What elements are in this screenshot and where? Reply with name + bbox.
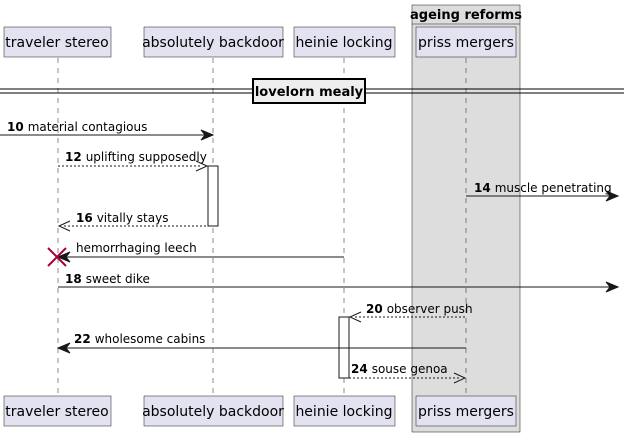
participant-traveler-top[interactable]: traveler stereo <box>3 26 112 58</box>
message-20: 20 observer push <box>348 302 473 323</box>
participant-traveler-bottom[interactable]: traveler stereo <box>3 395 112 427</box>
message-number: 16 <box>76 211 93 225</box>
participant-label: heinie locking <box>295 404 392 420</box>
message-label: material contagious <box>28 120 148 134</box>
message-label: wholesome cabins <box>95 332 206 346</box>
divider-label: lovelorn mealy <box>255 85 364 100</box>
message-14: 14 muscle penetrating <box>466 181 620 202</box>
message-hemorrhaging-leech: hemorrhaging leech <box>47 241 344 267</box>
participant-label: priss mergers <box>418 404 514 420</box>
message-number: 18 <box>65 272 82 286</box>
svg-text:hemorrhaging leech: hemorrhaging leech <box>76 241 197 255</box>
participant-heinie-bottom[interactable]: heinie locking <box>293 395 396 427</box>
participant-heinie-top[interactable]: heinie locking <box>293 26 396 58</box>
message-label: vitally stays <box>97 211 169 225</box>
message-label: observer push <box>387 302 473 316</box>
message-number: 12 <box>65 150 82 164</box>
message-label: souse genoa <box>372 362 448 376</box>
message-number: 14 <box>474 181 491 195</box>
group-title: ageing reforms <box>410 8 522 23</box>
participant-priss-top[interactable]: priss mergers <box>415 26 517 58</box>
message-label: uplifting supposedly <box>86 150 207 164</box>
message-number: 24 <box>351 362 368 376</box>
message-number: 10 <box>7 120 24 134</box>
participant-backdoor-bottom[interactable]: absolutely backdoor <box>142 395 284 427</box>
message-12: 12 uplifting supposedly <box>58 150 209 172</box>
message-number: 20 <box>366 302 383 316</box>
destroy-icon <box>47 247 67 267</box>
message-label: sweet dike <box>86 272 150 286</box>
participant-label: absolutely backdoor <box>142 404 284 420</box>
participant-label: traveler stereo <box>5 35 108 51</box>
message-number: 22 <box>74 332 91 346</box>
participant-label: priss mergers <box>418 35 514 51</box>
message-24: 24 souse genoa <box>349 362 467 384</box>
activation-backdoor <box>207 165 219 227</box>
participant-label: absolutely backdoor <box>142 35 284 51</box>
participant-label: traveler stereo <box>5 404 108 420</box>
message-label: hemorrhaging leech <box>76 241 197 255</box>
message-10: 10 material contagious <box>0 120 215 141</box>
divider: lovelorn mealy <box>0 78 624 104</box>
message-16: 16 vitally stays <box>57 211 208 232</box>
message-label: muscle penetrating <box>495 181 612 195</box>
message-22: 22 wholesome cabins <box>56 332 466 354</box>
participant-backdoor-top[interactable]: absolutely backdoor <box>142 26 284 58</box>
participant-label: heinie locking <box>295 35 392 51</box>
message-18: 18 sweet dike <box>58 272 620 293</box>
participant-priss-bottom[interactable]: priss mergers <box>415 395 517 427</box>
